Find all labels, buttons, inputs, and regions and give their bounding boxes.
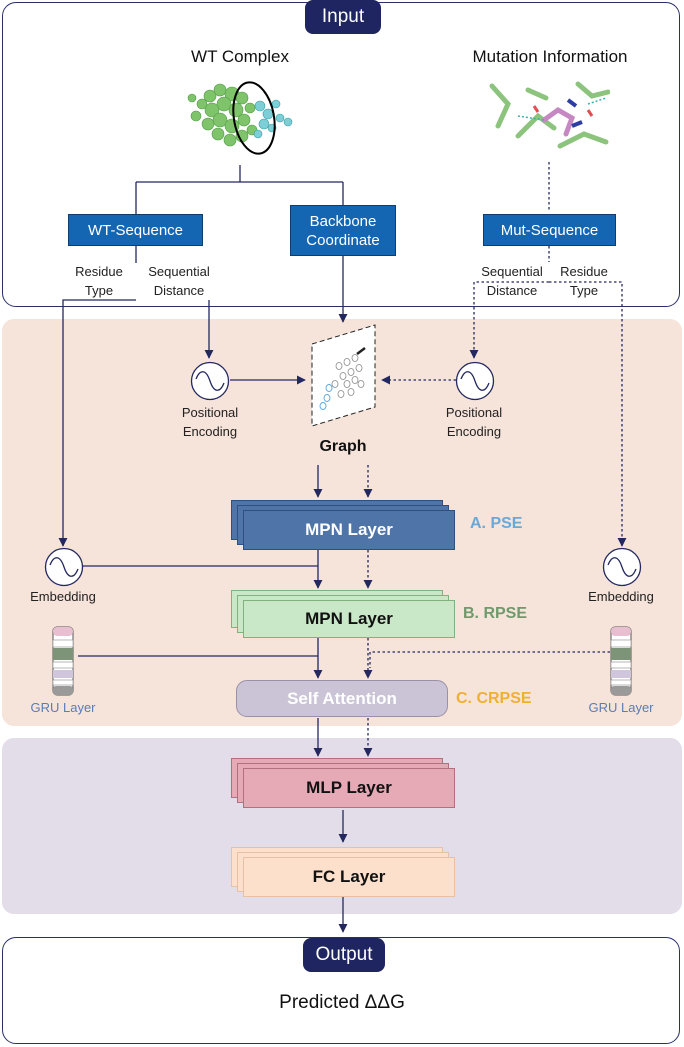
pos-enc-left-line1: Positional	[181, 405, 239, 420]
backbone-line2: Coordinate	[306, 231, 380, 249]
right-sequential-distance-label: Sequential Distance	[473, 262, 551, 300]
backbone-line1: Backbone	[309, 212, 377, 230]
left-seq-line1: Sequential	[148, 264, 210, 279]
output-title: Output	[303, 938, 385, 972]
fc-layer: FC Layer	[243, 857, 455, 897]
input-title: Input	[305, 0, 381, 34]
right-residue-line1: Residue	[560, 264, 608, 279]
positional-encoding-left-label: Positional Encoding	[165, 403, 255, 441]
input-panel	[2, 2, 680, 307]
left-residue-line1: Residue	[75, 264, 123, 279]
gru-left-icon	[52, 626, 74, 696]
left-residue-type-label: Residue Type	[66, 262, 132, 300]
embedding-right-label: Embedding	[588, 589, 654, 604]
gru-right-label: GRU Layer	[588, 700, 654, 715]
pse-tag: A. PSE	[470, 515, 523, 532]
backbone-coordinate-box: Backbone Coordinate	[290, 205, 396, 256]
mut-sequence-box: Mut-Sequence	[483, 214, 616, 246]
embedding-right-icon	[602, 547, 642, 587]
rpse-tag: B. RPSE	[463, 605, 528, 622]
positional-encoding-right-label: Positional Encoding	[429, 403, 519, 441]
positional-encoding-left-icon	[190, 361, 230, 401]
left-sequential-distance-label: Sequential Distance	[140, 262, 218, 300]
mlp-layer: MLP Layer	[243, 768, 455, 808]
pos-enc-left-line2: Encoding	[182, 424, 238, 439]
right-seq-line1: Sequential	[481, 264, 543, 279]
crpse-tag: C. CRPSE	[456, 690, 532, 707]
self-attention-layer: Self Attention	[236, 680, 448, 717]
graph-icon	[311, 324, 376, 427]
gru-right-icon	[610, 626, 632, 696]
mpn-layer-a: MPN Layer	[243, 510, 455, 550]
right-seq-line2: Distance	[486, 283, 538, 298]
pos-enc-right-line1: Positional	[445, 405, 503, 420]
mutation-structure-image	[489, 81, 610, 149]
wt-complex-title: WT Complex	[191, 47, 289, 66]
right-residue-type-label: Residue Type	[552, 262, 616, 300]
embedding-left-label: Embedding	[30, 589, 96, 604]
left-residue-line2: Type	[84, 283, 114, 298]
graph-label: Graph	[319, 438, 367, 455]
embedding-left-icon	[44, 547, 84, 587]
wt-complex-structure-image	[187, 81, 293, 155]
predicted-ddg-label: Predicted ΔΔG	[279, 992, 405, 1013]
pos-enc-right-line2: Encoding	[446, 424, 502, 439]
positional-encoding-right-icon	[455, 361, 495, 401]
left-seq-line2: Distance	[153, 283, 205, 298]
mpn-layer-b: MPN Layer	[243, 600, 455, 638]
right-residue-line2: Type	[569, 283, 599, 298]
wt-sequence-box: WT-Sequence	[68, 214, 203, 246]
gru-left-label: GRU Layer	[30, 700, 96, 715]
mutation-info-title: Mutation Information	[472, 47, 628, 66]
